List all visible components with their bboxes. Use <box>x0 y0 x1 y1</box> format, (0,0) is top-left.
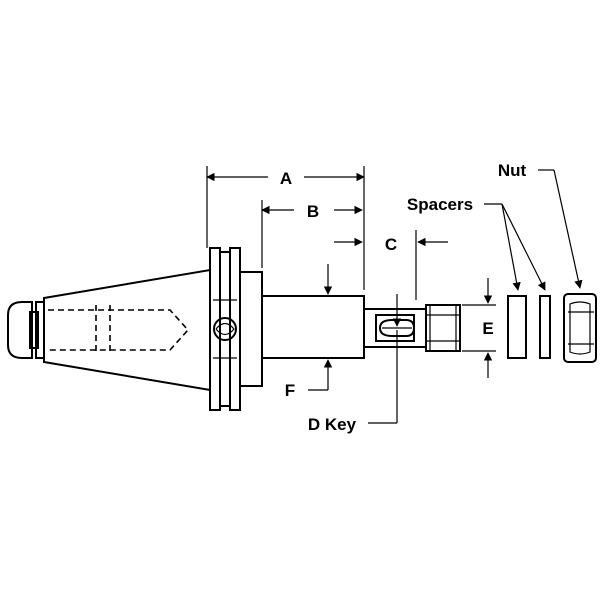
label-b: B <box>307 202 319 221</box>
label-spacers: Spacers <box>407 195 473 214</box>
shank <box>261 295 365 359</box>
nut-leader: Nut <box>498 161 583 289</box>
label-e: E <box>482 319 493 338</box>
spacer-2 <box>539 295 551 359</box>
spacers <box>507 295 551 359</box>
dimension-b: B <box>261 200 363 268</box>
dimension-a: A <box>206 166 365 290</box>
label-f: F <box>285 381 295 400</box>
d-key-leader: D Key <box>308 294 402 434</box>
label-a: A <box>280 169 292 188</box>
retention-knob <box>7 301 45 359</box>
nut <box>563 293 597 363</box>
spacer-1 <box>507 295 527 359</box>
dimension-f: F <box>285 264 333 400</box>
spacers-leader: Spacers <box>407 195 546 291</box>
taper-body <box>43 268 211 392</box>
label-c: C <box>385 235 397 254</box>
dimension-e: E <box>462 278 496 378</box>
arbor <box>363 304 461 352</box>
flange <box>209 247 263 411</box>
label-d-key: D Key <box>308 415 357 434</box>
dimension-c: C <box>334 230 448 300</box>
label-nut: Nut <box>498 161 527 180</box>
